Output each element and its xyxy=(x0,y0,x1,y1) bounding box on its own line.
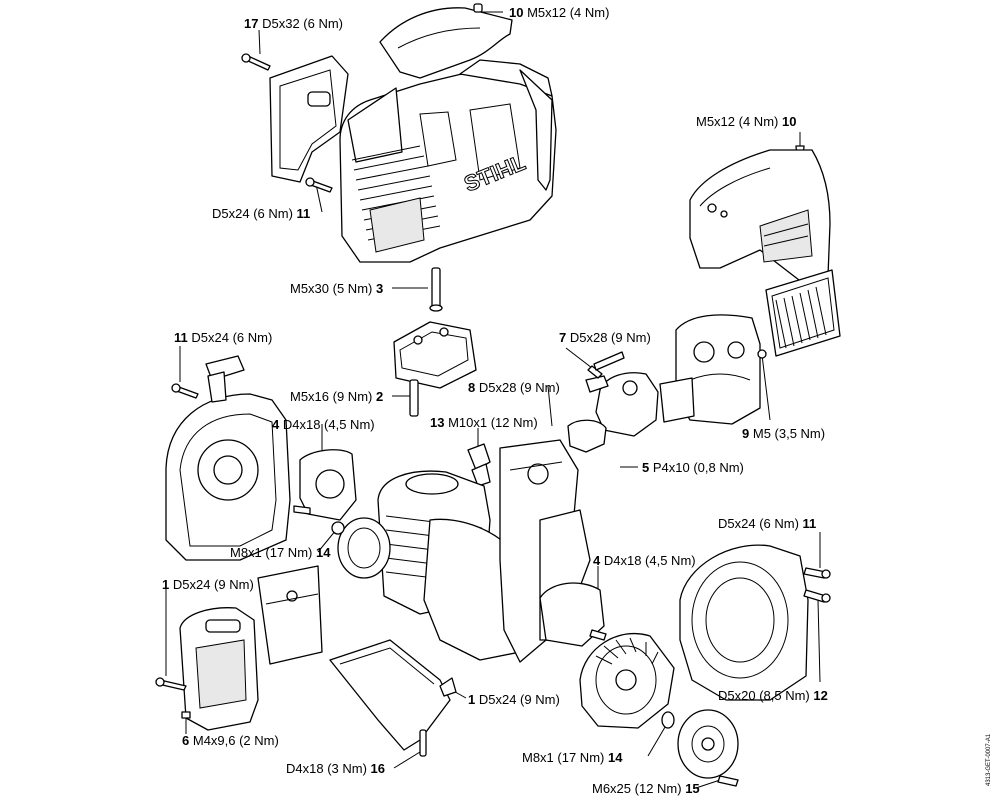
lower-guard xyxy=(329,639,457,757)
callout-1-left: 1 D5x24 (9 Nm) xyxy=(162,577,254,592)
air-filter-cover xyxy=(689,149,831,291)
callout-6: 6 M4x9,6 (2 Nm) xyxy=(182,733,279,748)
spark-plug xyxy=(467,443,491,487)
callout-3: M5x30 (5 Nm) 3 xyxy=(290,281,384,296)
callout-10-top: 10 M5x12 (4 Nm) xyxy=(509,5,610,20)
callout-11-left: 11 D5x24 (6 Nm) xyxy=(174,330,273,345)
fan-housing xyxy=(679,544,831,701)
callout-12: D5x20 (8,5 Nm) 12 xyxy=(718,688,828,703)
crankcase xyxy=(423,439,591,663)
leader-lines xyxy=(165,11,821,789)
callout-9: 9 M5 (3,5 Nm) xyxy=(742,426,826,441)
callout-4-right: 4 D4x18 (4,5 Nm) xyxy=(593,553,696,568)
callout-13: 13 M10x1 (12 Nm) xyxy=(430,415,538,430)
callout-4-left: 4 D4x18 (4,5 Nm) xyxy=(272,417,375,432)
callout-14-left: M8x1 (17 Nm) 14 xyxy=(230,545,331,560)
clutch xyxy=(661,709,739,787)
screws-top xyxy=(241,3,805,193)
callout-15: M6x25 (12 Nm) 15 xyxy=(592,781,700,796)
callout-5: 5 P4x10 (0,8 Nm) xyxy=(642,460,744,475)
muffler xyxy=(155,607,259,731)
filter-base xyxy=(675,314,767,425)
drawing-code: 4313-GET-0007-A1 xyxy=(986,733,992,786)
callout-2: M5x16 (9 Nm) 2 xyxy=(290,389,384,404)
callout-14-right: M8x1 (17 Nm) 14 xyxy=(522,750,623,765)
air-filter-element xyxy=(765,269,841,357)
callout-1-center: 1 D5x24 (9 Nm) xyxy=(468,692,560,707)
starter-pulley xyxy=(293,449,391,579)
callout-8: 8 D5x28 (9 Nm) xyxy=(468,380,560,395)
heat-shield-plate xyxy=(257,565,323,665)
intake-panel xyxy=(269,55,349,183)
callout-7: 7 D5x28 (9 Nm) xyxy=(559,330,651,345)
engine-shroud: STIHL xyxy=(339,7,557,263)
flywheel xyxy=(579,629,675,729)
cylinder-cover-plate xyxy=(393,267,477,417)
callout-16: D4x18 (3 Nm) 16 xyxy=(286,761,386,776)
callout-11-upper: D5x24 (6 Nm) 11 xyxy=(212,206,311,221)
callout-11-right: D5x24 (6 Nm) 11 xyxy=(718,516,817,531)
callout-10-right: M5x12 (4 Nm) 10 xyxy=(696,114,797,129)
carburetor xyxy=(567,351,695,453)
starter-housing xyxy=(165,355,291,561)
callout-17-top: 17 D5x32 (6 Nm) xyxy=(244,16,344,31)
